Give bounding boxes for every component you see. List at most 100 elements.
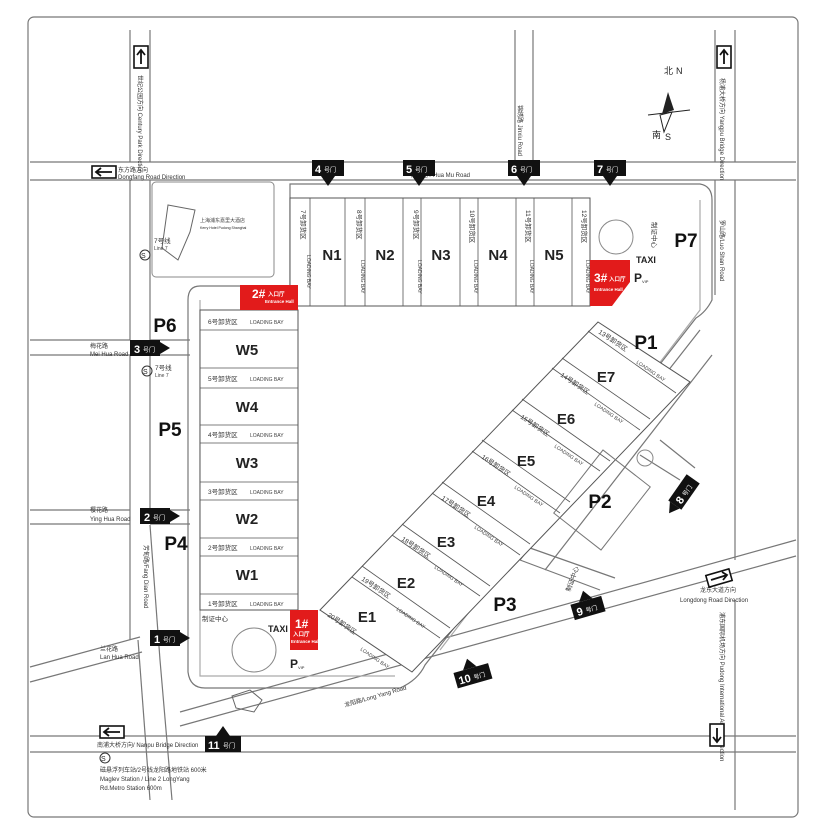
entrance-hall-2[interactable]: 2# 入口厅 Entrance Hall — [240, 285, 298, 310]
hall-e6: E6 — [557, 411, 575, 428]
cert-center-3: 制证中心 — [650, 222, 659, 249]
bay-11: 11号卸货区 — [524, 210, 533, 243]
entrance-3-num: 3# — [594, 271, 608, 285]
gate-7-num: 7 — [597, 164, 603, 176]
hall-w2: W2 — [236, 511, 259, 528]
gate-9[interactable]: 9 号门 — [568, 586, 606, 621]
parking-p3: P3 — [493, 595, 516, 616]
compass-north-en: N — [676, 66, 683, 76]
kerry-hotel: 上海浦东嘉里大酒店 Kerry Hotel Pudong Shanghai — [151, 181, 275, 278]
compass: 北 N 南 S — [647, 66, 691, 142]
hall-n2: N2 — [375, 247, 394, 264]
road-yangpu: 杨浦大桥方向 Yangpu Bridge Direction — [718, 78, 726, 180]
road-lanhua: 兰花路 — [100, 645, 118, 653]
west-halls: 6号卸货区 LOADING BAY W5 5号卸货区 LOADING BAY W… — [199, 309, 299, 623]
hall-e5: E5 — [517, 453, 535, 470]
loading-bay-label: LOADING BAY — [359, 260, 365, 294]
road-century: 世纪公园方向 Century Park Direction — [136, 75, 144, 173]
gate-7[interactable]: 7 号门 — [594, 160, 626, 186]
entrance-2-en: Entrance Hall — [265, 299, 294, 304]
gate-11[interactable]: 11 号门 — [205, 726, 241, 752]
metro-maglev: S 磁悬浮列车站/2号线龙阳路地铁站 600米 Maglev Station /… — [99, 752, 207, 792]
line7-mid-en: Line 7 — [155, 373, 169, 379]
metro-icon: S — [101, 756, 106, 763]
road-dongfang-en: Dongfang Road Direction — [118, 175, 185, 181]
entrance-2-cn: 入口厅 — [267, 290, 285, 298]
gate-2-sub: 号门 — [153, 514, 165, 522]
road-meihua-en: Mei Hua Road — [90, 352, 128, 358]
parking-p5: P5 — [158, 420, 182, 441]
north-halls: N1 N2 N3 N4 N5 7号卸货区 8号卸货区 9号卸货区 10号卸货区 … — [289, 197, 591, 307]
entrance-1-cn: 入口厅 — [292, 630, 310, 638]
bay-7: 7号卸货区 — [299, 210, 308, 240]
parking-p4: P4 — [164, 534, 188, 555]
gate-4-sub: 号门 — [324, 166, 336, 174]
parking-p1: P1 — [634, 333, 658, 354]
entrance-1-en: Entrance Hall — [291, 639, 320, 644]
hall-n5: N5 — [544, 247, 563, 264]
road-network — [29, 30, 797, 810]
bay-8: 8号卸货区 — [355, 210, 364, 240]
bay-3: 3号卸货区 — [208, 487, 238, 496]
gate-1[interactable]: 1 号门 — [150, 630, 190, 646]
vip-sub-1: VIP — [298, 665, 305, 670]
hall-n1: N1 — [322, 247, 341, 264]
hall-w4: W4 — [236, 399, 259, 416]
hall-n4: N4 — [488, 247, 508, 264]
loading-bay-label: LOADING BAY — [250, 602, 284, 608]
hotel-name-en: Kerry Hotel Pudong Shanghai — [200, 226, 247, 230]
metro-icon: S — [143, 369, 148, 376]
road-dongfang: 东方路方向 — [118, 166, 148, 174]
hall-w5: W5 — [236, 342, 259, 359]
gate-8[interactable]: 8 号门 — [663, 474, 700, 518]
vip-parking-3: P — [634, 271, 642, 285]
entrance-2-num: 2# — [252, 287, 266, 301]
bay-4: 4号卸货区 — [208, 430, 238, 439]
vip-sub-3: VIP — [642, 279, 649, 284]
gate-3[interactable]: 3 号门 — [130, 340, 170, 356]
hall-e2: E2 — [397, 575, 415, 592]
hall-w3: W3 — [236, 455, 259, 472]
hall-e1: E1 — [358, 609, 376, 626]
cert-center-1: 制证中心 — [202, 614, 229, 623]
gate-2[interactable]: 2 号门 — [140, 508, 180, 524]
gate-6[interactable]: 6 号门 — [508, 160, 540, 186]
loading-bay-label: LOADING BAY — [472, 260, 478, 294]
line7-mid-cn: 7号线 — [155, 363, 172, 372]
loading-bay-label: LOADING BAY — [305, 255, 311, 289]
loading-bay-label: LOADING BAY — [528, 260, 534, 294]
entrance-hall-1[interactable]: 1# 入口厅 Entrance Hall — [290, 610, 320, 650]
gate-10-num: 10 — [457, 673, 472, 688]
building-outline — [231, 689, 263, 713]
gate-4[interactable]: 4 号门 — [312, 160, 344, 186]
gate-5[interactable]: 5 号门 — [403, 160, 435, 186]
taxi-roundabout-1 — [231, 627, 277, 673]
road-yinghua-en: Ying Hua Road — [90, 517, 130, 523]
road-airport: 浦东国际机场方向 Pudong International Airport Di… — [718, 612, 726, 761]
entrance-hall-3[interactable]: 3# 入口厅 Entrance Hall — [590, 260, 630, 306]
loading-bay-label: LOADING BAY — [250, 433, 284, 439]
gate-3-sub: 号门 — [143, 346, 155, 354]
roundabout-p2 — [636, 449, 654, 467]
road-yinghua: 樱花路 — [90, 506, 108, 514]
taxi-roundabout-3 — [598, 219, 634, 255]
compass-north-cn: 北 — [664, 66, 673, 76]
metro-line7-mid: S 7号线 Line 7 — [141, 363, 172, 379]
road-jinxiu: 锦绣路 Jinxiu Road — [516, 105, 524, 156]
hall-e4: E4 — [477, 493, 496, 510]
gate-4-num: 4 — [315, 164, 322, 176]
road-huamu: 花木路 / Hua Mu Road — [410, 171, 470, 179]
loading-bay-label: LOADING BAY — [250, 377, 284, 383]
gate-11-sub: 号门 — [223, 742, 235, 750]
gate-9-sub: 号门 — [585, 604, 599, 615]
direction-arrows — [91, 45, 734, 747]
loading-bay-label: LOADING BAY — [416, 260, 422, 294]
bay-9: 9号卸货区 — [412, 210, 421, 240]
gate-1-num: 1 — [154, 634, 160, 646]
taxi-label-3: TAXI — [636, 255, 656, 265]
hall-e7: E7 — [597, 369, 615, 386]
gate-1-sub: 号门 — [163, 636, 175, 644]
gate-10[interactable]: 10 号门 — [451, 653, 493, 689]
gate-9-num: 9 — [575, 606, 584, 619]
parking-p2: P2 — [588, 492, 611, 513]
